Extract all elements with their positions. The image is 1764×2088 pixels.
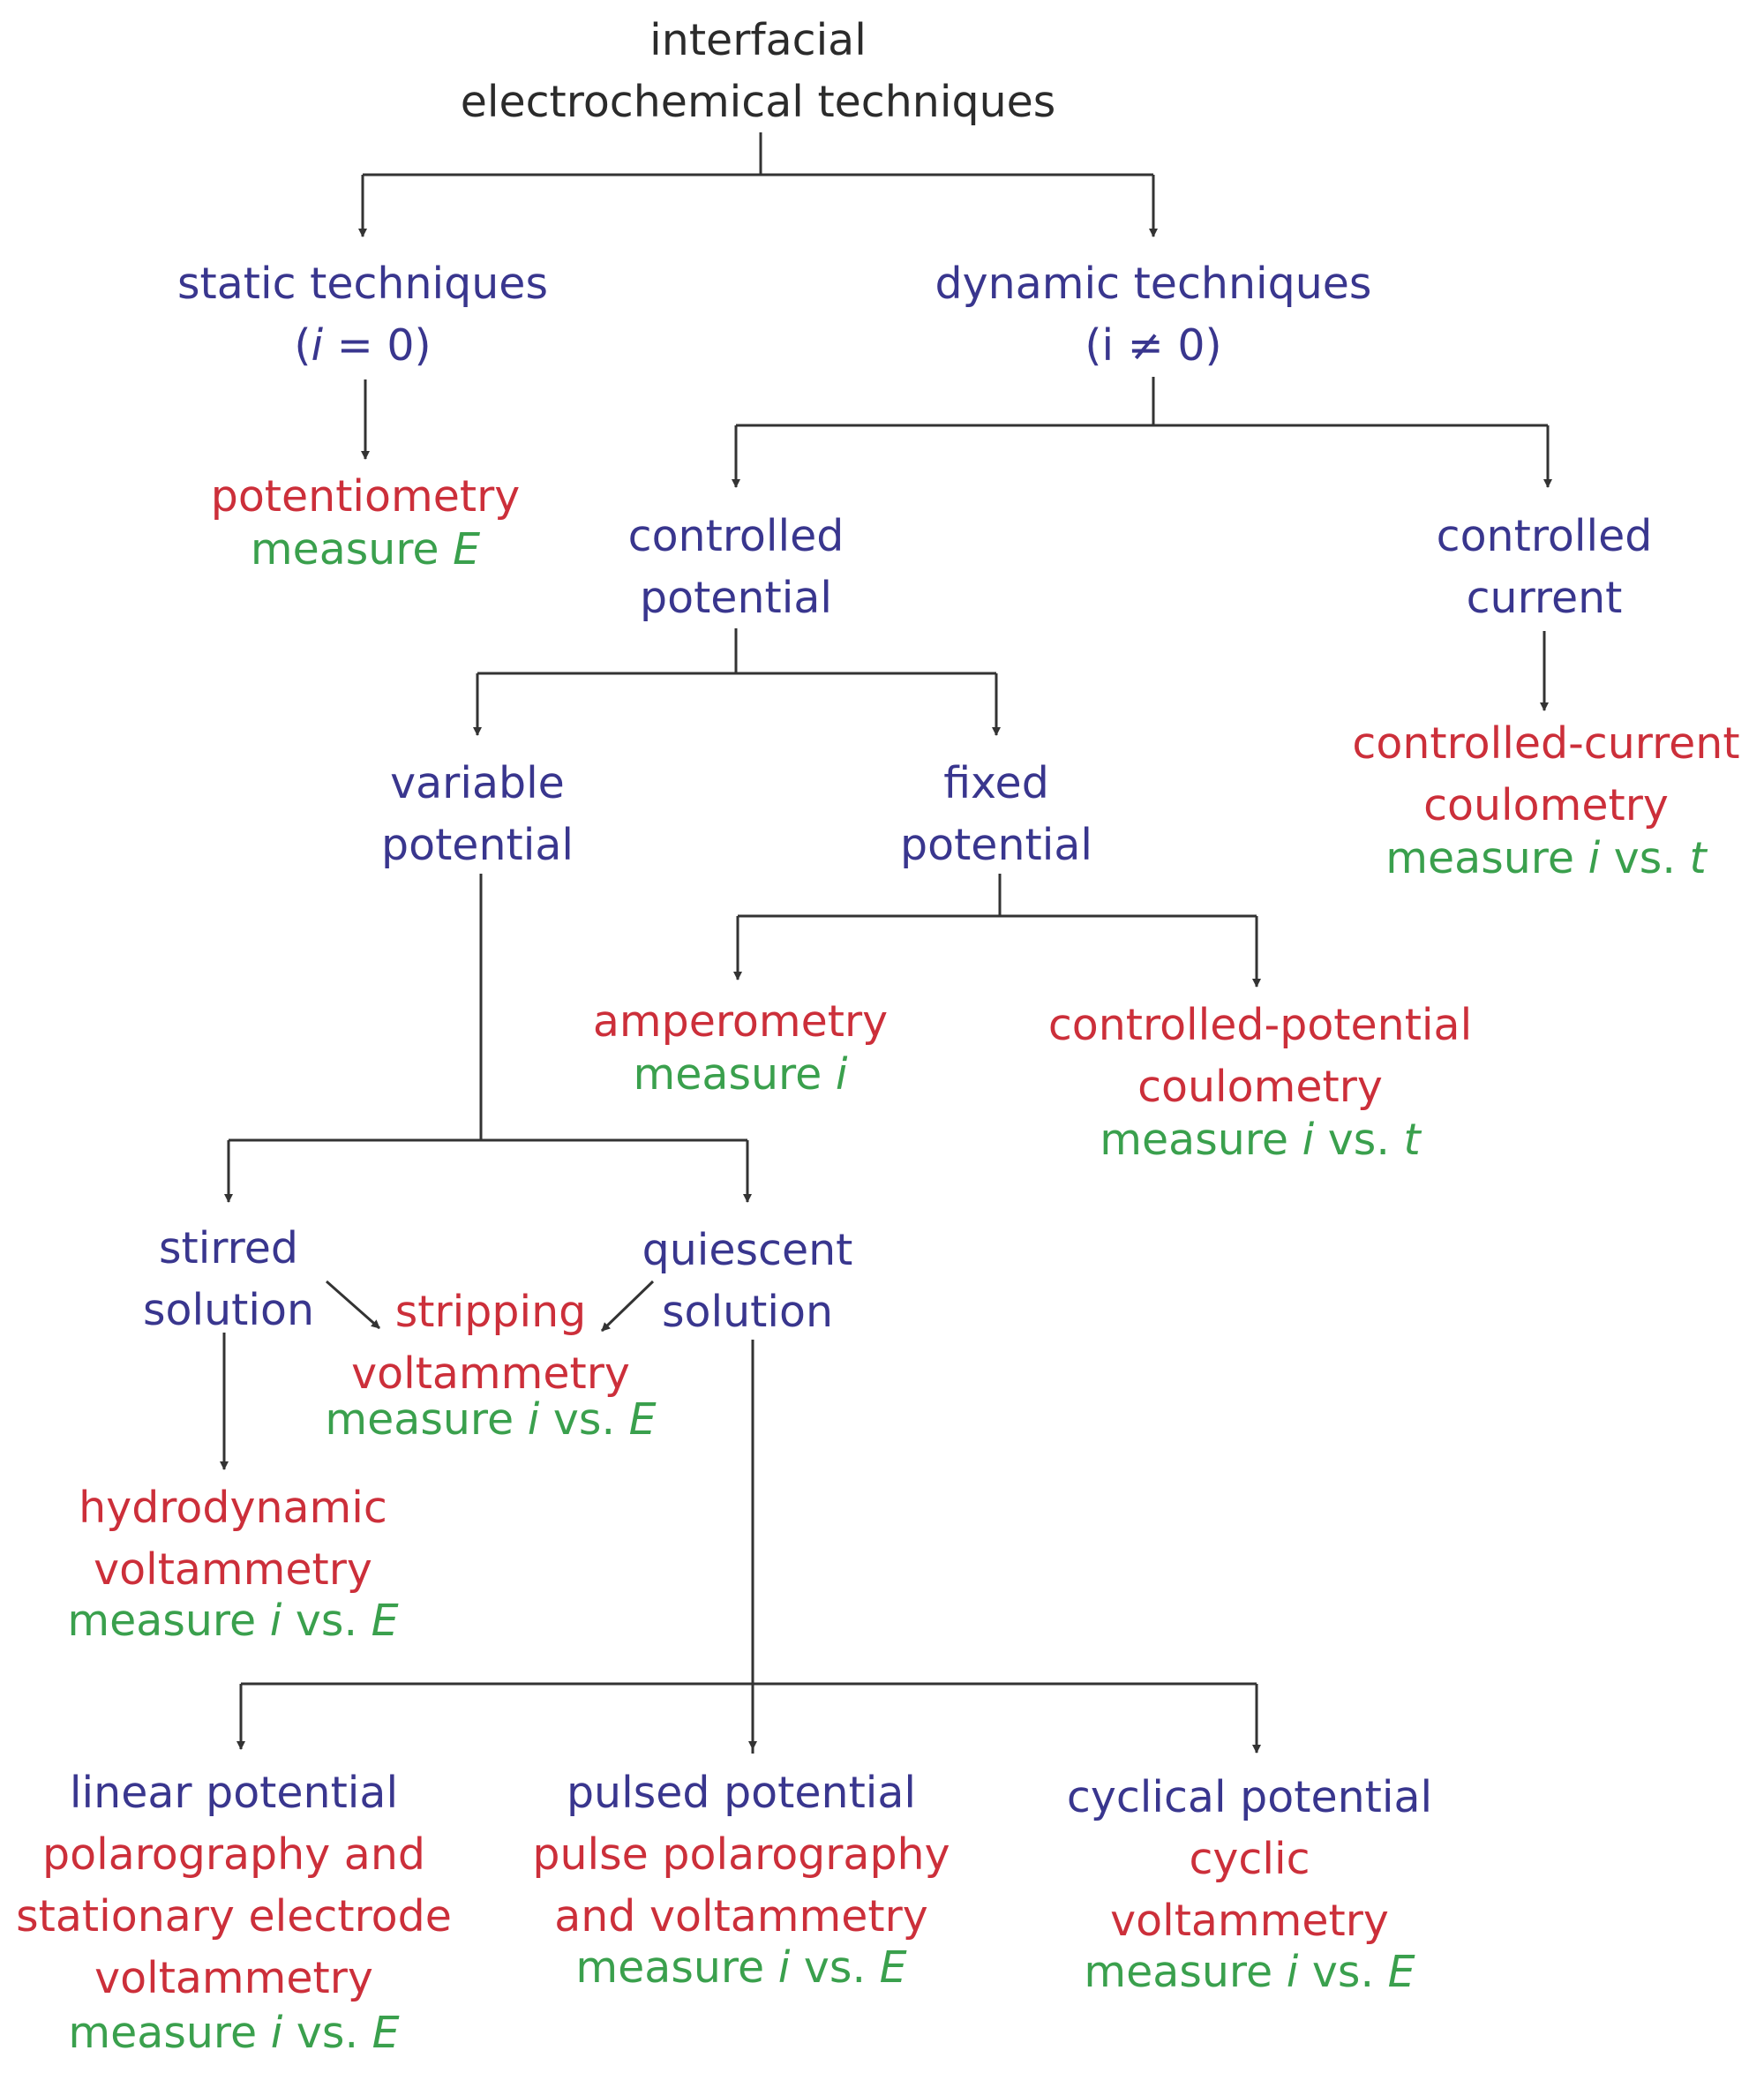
fixed-line1: fixed: [943, 758, 1049, 808]
cc-coulometry-line2: coulometry: [1423, 780, 1669, 830]
cyclical-heading: cyclical potential: [1066, 1772, 1433, 1822]
static-techniques-node: static techniques (i = 0): [177, 253, 548, 377]
quiescent-line2: solution: [661, 1287, 834, 1337]
cp-coulometry-measure: measure i vs. t: [1100, 1115, 1421, 1165]
variable-line1: variable: [390, 758, 565, 808]
fixed-potential-node: fixed potential: [900, 753, 1092, 876]
linear-heading: linear potential: [69, 1768, 399, 1818]
pulsed-line2: and voltammetry: [554, 1891, 928, 1942]
arrow-quiescent-to-stripping: [600, 1280, 655, 1333]
quiescent-line1: quiescent: [642, 1225, 853, 1275]
pulsed-measure: measure i vs. E: [575, 1942, 907, 1993]
hydrodynamic-voltammetry-node: hydrodynamic voltammetry measure i vs. E: [67, 1477, 398, 1652]
cc-coulometry-line1: controlled-current: [1352, 718, 1740, 769]
arrow-stirred-to-stripping: [326, 1280, 380, 1330]
fixed-line2: potential: [900, 820, 1092, 870]
controlled-current-node: controlled current: [1437, 506, 1653, 629]
linear-line2: stationary electrode: [16, 1891, 452, 1942]
controlled-potential-node: controlled potential: [628, 506, 844, 629]
variable-line2: potential: [381, 820, 574, 870]
potentiometry-measure: measure E: [250, 524, 481, 575]
cc-coulometry-measure: measure i vs. t: [1385, 833, 1707, 883]
root-line1: interfacial: [649, 15, 867, 65]
stripping-line1: stripping: [394, 1287, 587, 1337]
root-node: interfacial electrochemical techniques: [461, 10, 1056, 133]
potentiometry-node: potentiometry measure E: [211, 466, 521, 581]
stripping-measure: measure i vs. E: [325, 1394, 657, 1445]
hydrodynamic-line1: hydrodynamic: [79, 1483, 387, 1533]
linear-line1: polarography and: [42, 1829, 425, 1880]
cyclical-line2: voltammetry: [1110, 1896, 1389, 1946]
linear-potential-node: linear potential polarography and statio…: [16, 1762, 452, 2064]
hydrodynamic-measure: measure i vs. E: [67, 1596, 399, 1646]
stripping-voltammetry-node: stripping voltammetry measure i vs. E: [325, 1281, 656, 1451]
variable-potential-node: variable potential: [381, 753, 574, 876]
controlled-potential-coulometry-node: controlled-potential coulometry measure …: [1048, 995, 1472, 1171]
dynamic-line2: (i ≠ 0): [1085, 320, 1222, 371]
amperometry-measure: measure i: [633, 1049, 848, 1100]
static-line2: (i = 0): [294, 320, 432, 371]
cyclical-line1: cyclic: [1189, 1834, 1310, 1884]
stirred-line1: stirred: [159, 1223, 298, 1273]
controlled-potential-line1: controlled: [627, 511, 844, 561]
pulsed-potential-node: pulsed potential pulse polarography and …: [532, 1762, 950, 1999]
pulsed-heading: pulsed potential: [566, 1768, 917, 1818]
cyclical-measure: measure i vs. E: [1084, 1947, 1415, 1997]
cyclical-potential-node: cyclical potential cyclic voltammetry me…: [1067, 1767, 1432, 2003]
root-line2: electrochemical techniques: [460, 77, 1056, 127]
controlled-potential-line2: potential: [640, 573, 832, 623]
potentiometry-name: potentiometry: [210, 471, 521, 522]
stirred-line2: solution: [142, 1285, 315, 1335]
controlled-current-line1: controlled: [1436, 511, 1653, 561]
cp-coulometry-line2: coulometry: [1137, 1062, 1383, 1112]
stripping-line2: voltammetry: [351, 1348, 630, 1399]
static-line1: static techniques: [177, 259, 548, 309]
hydrodynamic-line2: voltammetry: [94, 1544, 372, 1595]
dynamic-line1: dynamic techniques: [935, 259, 1372, 309]
amperometry-node: amperometry measure i: [593, 991, 888, 1106]
linear-line3: voltammetry: [94, 1953, 373, 2003]
linear-measure: measure i vs. E: [68, 2008, 400, 2058]
stirred-solution-node: stirred solution: [143, 1218, 314, 1341]
pulsed-line1: pulse polarography: [532, 1829, 950, 1880]
quiescent-solution-node: quiescent solution: [642, 1220, 853, 1343]
dynamic-techniques-node: dynamic techniques (i ≠ 0): [935, 253, 1372, 377]
controlled-current-coulometry-node: controlled-current coulometry measure i …: [1352, 713, 1739, 890]
cp-coulometry-line1: controlled-potential: [1047, 1000, 1473, 1050]
amperometry-name: amperometry: [592, 996, 889, 1047]
controlled-current-line2: current: [1466, 573, 1623, 623]
